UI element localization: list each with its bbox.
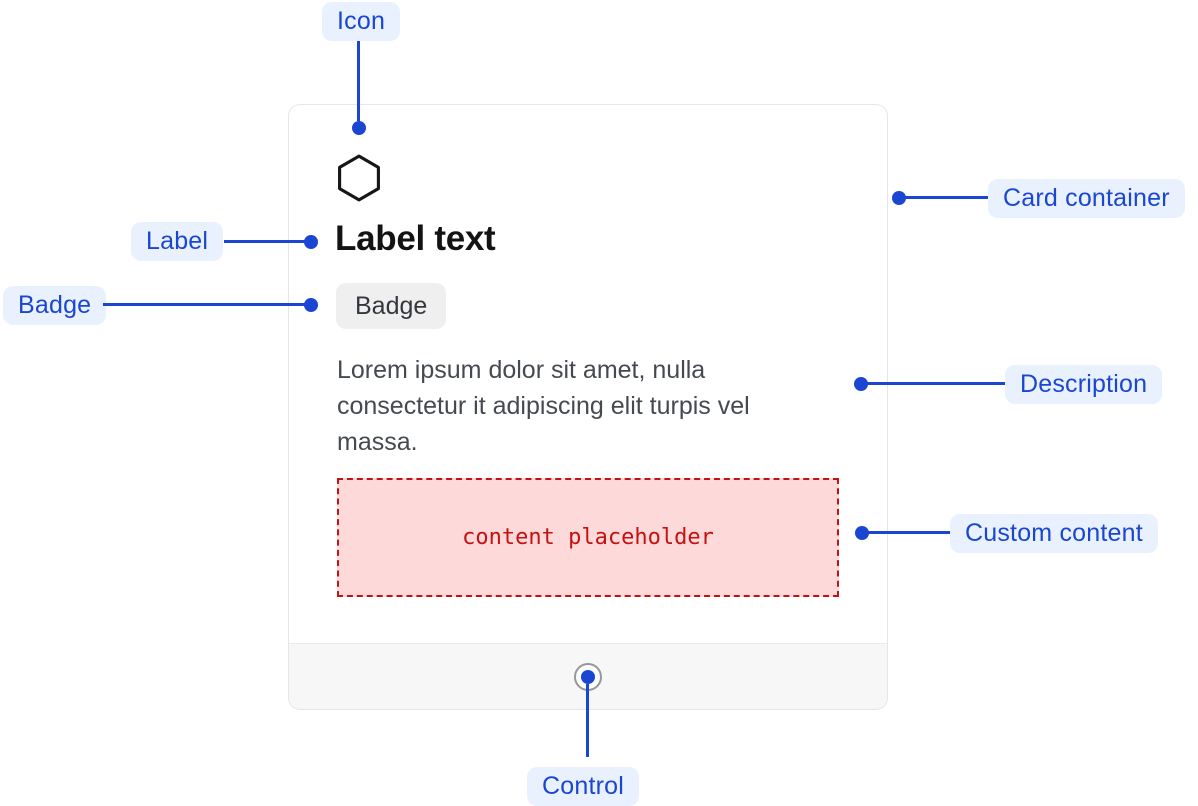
callout-dot-card-container [892, 191, 906, 205]
callout-pill-description: Description [1005, 365, 1163, 404]
callout-dot-control [581, 670, 595, 684]
description-line: Lorem ipsum dolor sit amet, nulla [337, 356, 706, 384]
callout-dot-description [854, 377, 868, 391]
card-badge: Badge [336, 283, 447, 329]
custom-content-placeholder: content placeholder [337, 478, 839, 597]
callout-dot-badge [304, 298, 318, 312]
description-line: consectetur it adipiscing elit turpis ve… [337, 392, 750, 420]
callout-line-control [586, 684, 589, 757]
callout-pill-custom-content: Custom content [950, 514, 1158, 553]
card-description: Lorem ipsum dolor sit amet, nulla consec… [337, 352, 750, 460]
hexagon-icon [338, 154, 380, 202]
callout-pill-card-container: Card container [988, 179, 1185, 218]
callout-line-card-container [905, 196, 989, 199]
callout-line-description [867, 382, 1006, 385]
callout-pill-icon: Icon [322, 2, 401, 41]
callout-pill-label: Label [131, 222, 224, 261]
callout-pill-control: Control [527, 767, 639, 806]
callout-dot-label [304, 235, 318, 249]
description-line: massa. [337, 428, 418, 456]
callout-line-custom-content [868, 531, 951, 534]
callout-pill-badge: Badge [3, 286, 107, 325]
callout-dot-custom-content [855, 526, 869, 540]
callout-line-label [224, 240, 306, 243]
callout-line-badge [103, 303, 306, 306]
card-container: Label text Badge Lorem ipsum dolor sit a… [288, 104, 888, 710]
callout-line-icon [357, 41, 360, 121]
card-title: Label text [335, 219, 496, 258]
callout-dot-icon [352, 121, 366, 135]
